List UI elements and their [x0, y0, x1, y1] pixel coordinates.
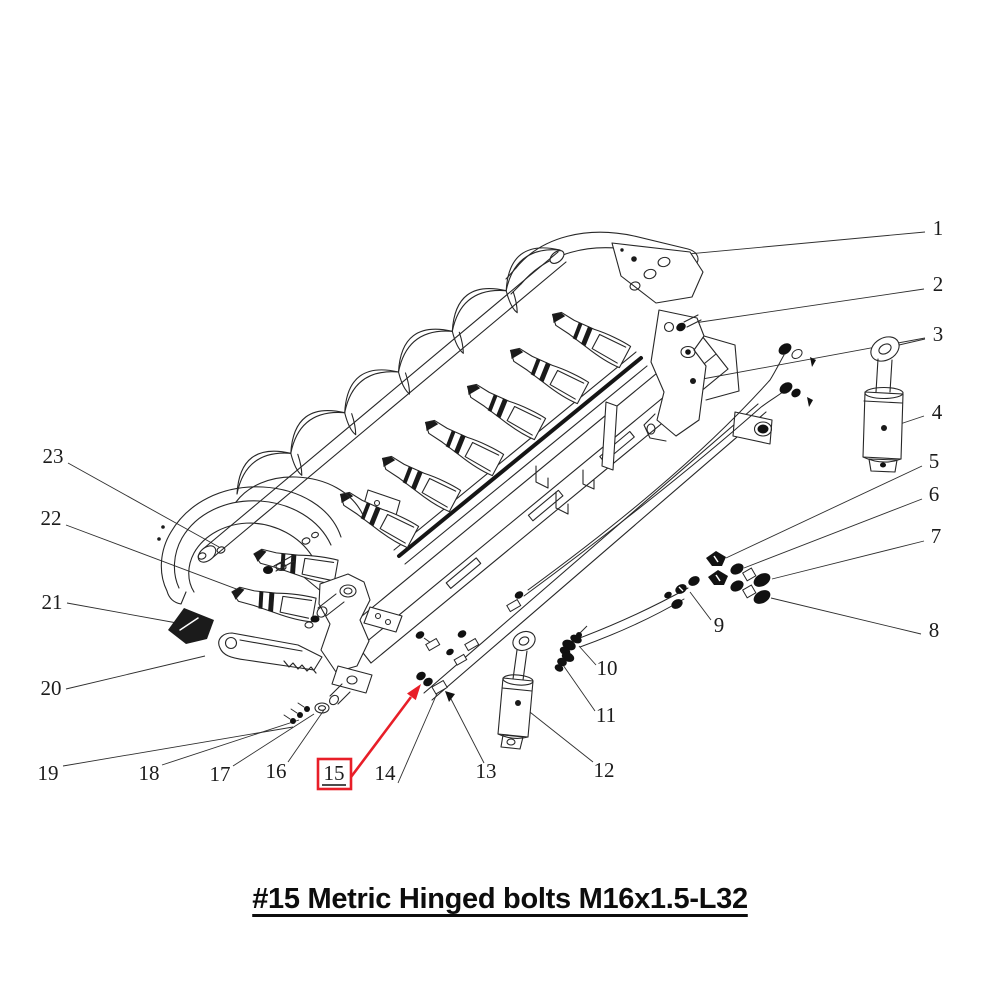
leader-line-10 — [578, 645, 597, 666]
tine-spike — [290, 452, 303, 476]
callout-20-label: 20 — [41, 676, 62, 700]
tine-spike — [344, 412, 357, 436]
tine-guard-arcs — [236, 247, 561, 495]
callout-9-label: 9 — [714, 613, 725, 637]
callout-12-label: 12 — [594, 758, 615, 782]
callout-1-label: 1 — [933, 216, 944, 240]
callout-18-label: 18 — [139, 761, 160, 785]
leader-line-19 — [62, 726, 294, 767]
callout-13-label: 13 — [476, 759, 497, 783]
hook-bracket — [582, 469, 595, 490]
banjo-fitting-stack — [554, 625, 588, 672]
lower-plate — [363, 606, 403, 633]
callout-16-label: 16 — [266, 759, 287, 783]
leader-dots — [515, 256, 887, 706]
leader-line-17 — [232, 713, 315, 767]
callout-2-label: 2 — [933, 272, 944, 296]
callout-4-label: 4 — [932, 400, 943, 424]
machine-line-art — [157, 231, 904, 750]
callout-17-label: 17 — [210, 762, 231, 786]
hose-end-fittings — [778, 343, 816, 407]
leader-line-6 — [743, 498, 923, 569]
highlight-arrow-head — [407, 684, 421, 701]
hardware-fittings — [415, 256, 887, 706]
bolt-part-19 — [290, 718, 296, 724]
leader-line-5 — [725, 465, 923, 559]
callout-14-label: 14 — [375, 761, 397, 785]
leader-line-14 — [397, 688, 440, 784]
bolt-sleeve-pairs — [415, 591, 524, 666]
callout-8-label: 8 — [929, 618, 940, 642]
serration — [283, 660, 317, 674]
wedge-tooth-tip — [168, 608, 214, 644]
leader-line-9 — [689, 591, 712, 621]
bolt-part-17 — [304, 706, 310, 712]
highlight-arrow-shaft — [349, 696, 413, 778]
leader-line-3 — [898, 338, 926, 346]
hinge-assembly — [218, 573, 373, 724]
highlight-box-part-15 — [316, 757, 353, 791]
cone-part-13 — [445, 691, 455, 702]
hook-bracket — [555, 491, 569, 515]
grapple-teeth — [332, 305, 632, 549]
callout-15-label: 15 — [324, 761, 345, 785]
part-15-highlight — [316, 684, 421, 791]
tine-spike — [397, 371, 411, 395]
bolt-part-2 — [676, 322, 686, 332]
callout-labels: 1 2 3 4 5 6 7 8 9 10 11 12 13 14 15 16 1… — [38, 216, 944, 786]
callout-10-label: 10 — [597, 656, 618, 680]
diagram-caption: #15 Metric Hinged bolts M16x1.5-L32 — [252, 883, 748, 915]
callout-6-label: 6 — [929, 482, 940, 506]
leader-line-16 — [287, 709, 325, 763]
callout-23-label: 23 — [43, 444, 64, 468]
leader-line-8 — [770, 597, 922, 635]
leader-line-2 — [693, 288, 925, 324]
toothbar — [393, 351, 648, 565]
tine-spike — [505, 290, 518, 314]
fitting-cluster — [706, 551, 771, 604]
top-arch-frame — [505, 231, 704, 304]
right-mount-bracket — [643, 309, 740, 442]
callout-3-label: 3 — [933, 322, 944, 346]
callout-11-label: 11 — [596, 703, 616, 727]
callout-7-label: 7 — [931, 524, 942, 548]
leader-line-20 — [65, 655, 206, 690]
exploded-teeth — [168, 544, 339, 644]
hydraulic-cylinder-right — [862, 336, 904, 473]
leader-line-21 — [66, 602, 178, 624]
tine-spike — [451, 330, 464, 354]
bolt-part-18 — [297, 712, 303, 718]
leader-line-13 — [450, 698, 485, 764]
hinged-bolt-part-15 — [416, 671, 455, 702]
sleeve-part-14 — [431, 679, 448, 695]
leader-line-7 — [771, 540, 925, 580]
callout-22-label: 22 — [41, 506, 62, 530]
callout-19-label: 19 — [38, 761, 59, 785]
tooth-washer — [275, 562, 287, 572]
leader-line-11 — [562, 664, 596, 712]
callout-5-label: 5 — [929, 449, 940, 473]
elbow-fittings — [664, 576, 700, 609]
washer-part-16 — [314, 702, 330, 714]
hook-bracket — [535, 465, 549, 489]
hydraulic-hoses — [523, 354, 785, 648]
leader-line-23 — [67, 462, 220, 548]
leader-line-18 — [161, 719, 300, 766]
tube-rail — [197, 250, 567, 563]
tooth-bolt — [263, 566, 273, 574]
leader-line-12 — [520, 704, 594, 763]
callout-21-label: 21 — [42, 590, 63, 614]
hydraulic-cylinder-bottom — [497, 630, 536, 750]
